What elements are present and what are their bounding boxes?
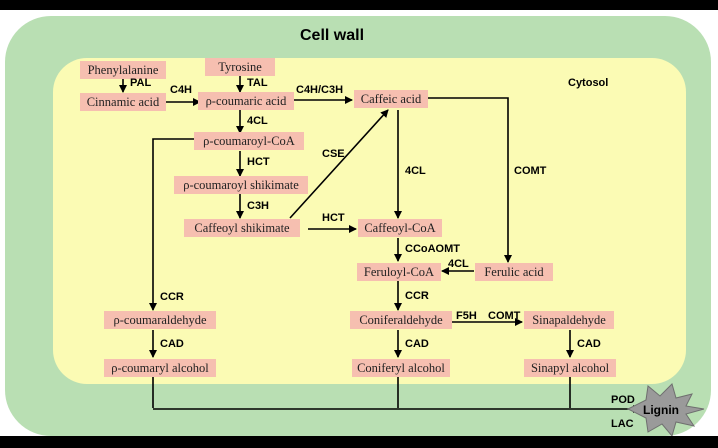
enzyme-c4h: C4H: [170, 84, 193, 96]
metabolite-phenylalanine: Phenylalanine: [80, 61, 166, 79]
enzyme-c4h-c3h: C4H/C3H: [296, 84, 344, 96]
enzyme-cad-b: CAD: [405, 338, 429, 350]
metabolite-sinapaldehyde: Sinapaldehyde: [524, 311, 614, 329]
enzyme-c3h: C3H: [247, 200, 270, 212]
enzyme-4cl-a: 4CL: [247, 115, 268, 127]
enzyme-cad-a: CAD: [160, 338, 184, 350]
metabolite-caffeoyl-shikimate: Caffeoyl shikimate: [184, 219, 300, 237]
arrow-comt-a: [428, 97, 512, 263]
product-lignin: Lignin: [643, 403, 679, 417]
metabolite-cinnamic-acid: Cinnamic acid: [80, 93, 166, 111]
metabolite-p-coumaraldehyde: ρ-coumaraldehyde: [104, 311, 216, 329]
enzyme-hct-b: HCT: [322, 212, 345, 224]
metabolite-sinapyl-alcohol: Sinapyl alcohol: [524, 359, 616, 377]
arrow-ccr-a: [149, 138, 194, 311]
enzyme-pal: PAL: [130, 77, 152, 89]
enzyme-cad-c: CAD: [577, 338, 601, 350]
metabolite-tyrosine: Tyrosine: [205, 58, 275, 76]
enzyme-ccoaomt: CCoAOMT: [405, 243, 460, 255]
enzyme-4cl-c: 4CL: [448, 258, 469, 270]
top-black-bar: [0, 0, 718, 10]
metabolite-feruloyl-coa: Feruloyl-CoA: [357, 263, 441, 281]
enzyme-comt-a: COMT: [514, 165, 547, 177]
enzyme-4cl-b: 4CL: [405, 165, 426, 177]
metabolite-ferulic-acid: Ferulic acid: [475, 263, 553, 281]
enzyme-lac: LAC: [611, 418, 634, 430]
enzyme-cse: CSE: [322, 148, 345, 160]
metabolite-coniferaldehyde: Coniferaldehyde: [350, 311, 452, 329]
metabolite-p-coumaryl-alcohol: ρ-coumaryl alcohol: [104, 359, 216, 377]
enzyme-f5h: F5H: [456, 310, 477, 322]
metabolite-caffeic-acid: Caffeic acid: [354, 90, 428, 108]
lignin-burst-shape: [626, 383, 705, 438]
enzyme-tal: TAL: [247, 77, 268, 89]
cytosol-label: Cytosol: [568, 77, 609, 89]
enzyme-ccr-a: CCR: [160, 291, 184, 303]
enzyme-hct-a: HCT: [247, 156, 270, 168]
enzyme-comt-b: COMT: [488, 310, 521, 322]
metabolite-p-coumaric-acid: ρ-coumaric acid: [198, 92, 294, 110]
metabolite-coniferyl-alcohol: Coniferyl alcohol: [352, 359, 450, 377]
metabolite-p-coumaroyl-shikimate: ρ-coumaroyl shikimate: [174, 176, 308, 194]
enzyme-pod: POD: [611, 394, 635, 406]
metabolite-p-coumaroyl-coa: ρ-coumaroyl-CoA: [194, 132, 304, 150]
cell-wall-label: Cell wall: [300, 27, 365, 44]
arrow-cse: [289, 109, 389, 219]
enzyme-ccr-b: CCR: [405, 290, 429, 302]
bottom-black-bar: [0, 436, 718, 448]
metabolite-caffeoyl-coa: Caffeoyl-CoA: [358, 219, 442, 237]
